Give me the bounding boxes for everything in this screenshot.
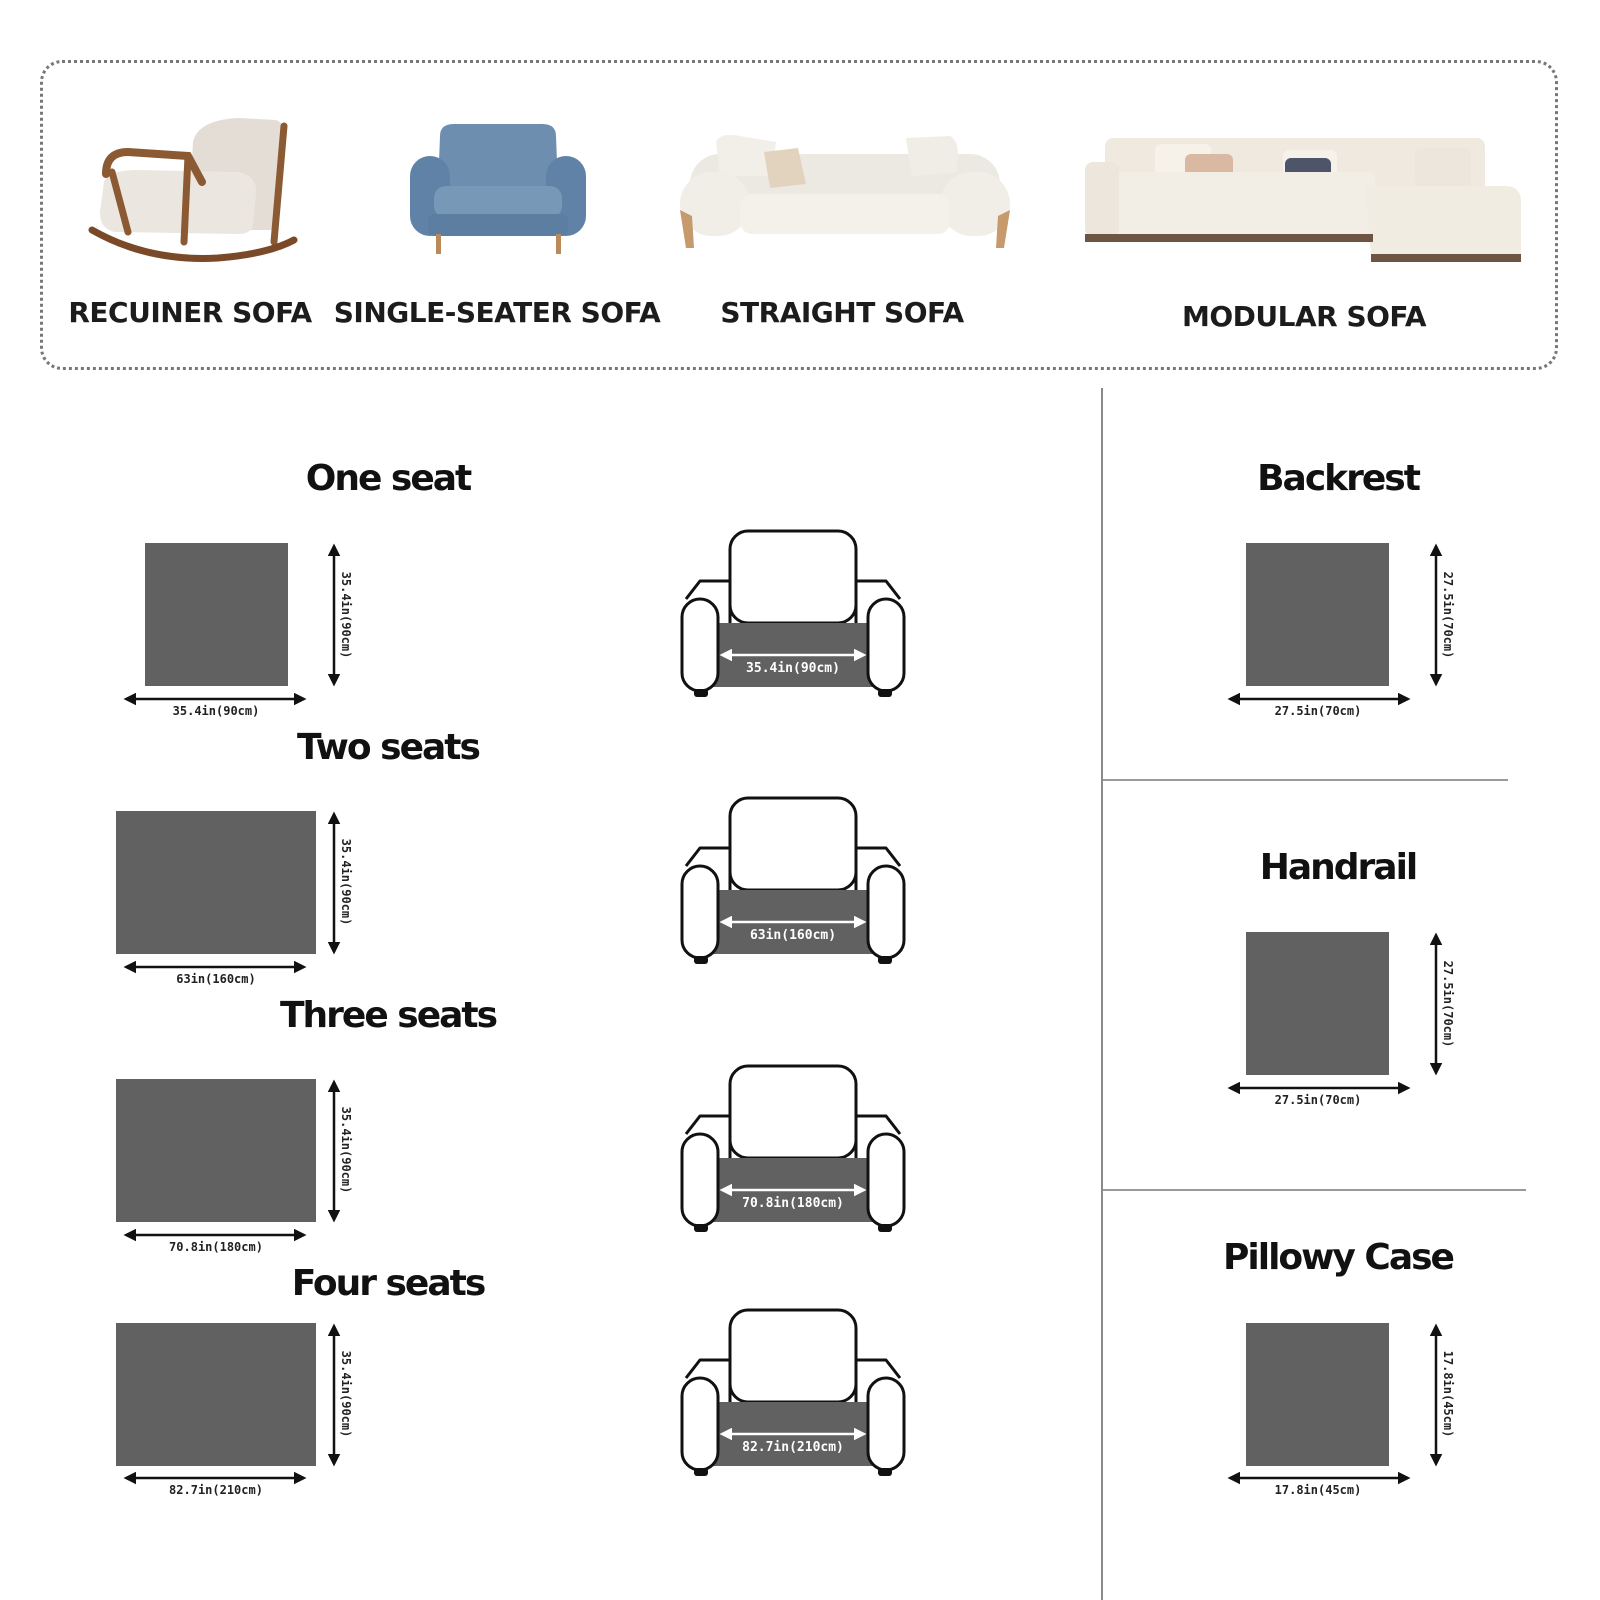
height-arrow: [327, 1323, 341, 1467]
size-swatch: [116, 811, 316, 954]
section-title: Four seats: [291, 1263, 487, 1304]
vertical-divider: [1101, 388, 1103, 1600]
section-title: Three seats: [279, 995, 498, 1036]
width-label: 17.8in(45cm): [1274, 1483, 1362, 1497]
height-arrow: [327, 543, 341, 687]
height-arrow: [1429, 543, 1443, 687]
section-title: Backrest: [1257, 458, 1421, 499]
height-label: 35.4in(90cm): [339, 571, 353, 659]
section-title: Handrail: [1259, 847, 1419, 888]
armchair-diagram-icon: [680, 796, 906, 964]
sofa-type-label: RECUINER SOFA: [68, 296, 312, 329]
size-swatch: [116, 1323, 316, 1466]
size-swatch: [1246, 1323, 1389, 1466]
height-label: 35.4in(90cm): [339, 1350, 353, 1438]
width-label: 27.5in(70cm): [1274, 1093, 1362, 1107]
size-swatch: [145, 543, 288, 686]
height-label: 27.5in(70cm): [1441, 960, 1455, 1048]
width-arrow: [1227, 1471, 1411, 1485]
height-arrow: [1429, 932, 1443, 1076]
height-label: 35.4in(90cm): [339, 838, 353, 926]
armchair-diagram-icon: [680, 1308, 906, 1476]
section-title: Two seats: [297, 727, 481, 768]
height-arrow: [327, 811, 341, 955]
armchair-icon: [410, 124, 586, 254]
height-label: 35.4in(90cm): [339, 1106, 353, 1194]
size-swatch: [1246, 543, 1389, 686]
size-swatch: [1246, 932, 1389, 1075]
sofa-type-label: SINGLE-SEATER SOFA: [333, 296, 661, 329]
width-label: 63in(160cm): [176, 972, 256, 986]
width-arrow: [123, 960, 307, 974]
height-arrow: [1429, 1323, 1443, 1467]
width-arrow: [1227, 1081, 1411, 1095]
armchair-diagram-icon: [680, 529, 906, 697]
sofa-type-label: MODULAR SOFA: [1181, 300, 1427, 333]
chair-width-label: 70.8in(180cm): [742, 1196, 844, 1211]
armchair-diagram-icon: [680, 1064, 906, 1232]
width-label: 27.5in(70cm): [1274, 704, 1362, 718]
chair-width-label: 35.4in(90cm): [746, 661, 840, 676]
modular-sofa-icon: [1085, 138, 1521, 262]
chair-width-label: 63in(160cm): [749, 928, 837, 943]
width-arrow: [1227, 692, 1411, 706]
size-swatch: [116, 1079, 316, 1222]
horizontal-divider: [1103, 779, 1508, 781]
height-label: 17.8in(45cm): [1441, 1350, 1455, 1438]
sofa-types-panel: [40, 60, 1558, 370]
chair-width-label: 82.7in(210cm): [742, 1440, 844, 1455]
width-arrow: [123, 1228, 307, 1242]
width-label: 35.4in(90cm): [172, 704, 260, 718]
section-title: Pillowy Case: [1223, 1237, 1455, 1278]
width-arrow: [123, 692, 307, 706]
section-title: One seat: [305, 458, 473, 499]
straight-sofa-icon: [680, 134, 1010, 248]
sofa-type-label: STRAIGHT SOFA: [720, 296, 964, 329]
height-arrow: [327, 1079, 341, 1223]
width-arrow: [123, 1471, 307, 1485]
width-label: 70.8in(180cm): [169, 1240, 263, 1254]
horizontal-divider: [1103, 1189, 1526, 1191]
width-label: 82.7in(210cm): [169, 1483, 263, 1497]
height-label: 27.5in(70cm): [1441, 571, 1455, 659]
rocking-chair-icon: [88, 118, 298, 262]
